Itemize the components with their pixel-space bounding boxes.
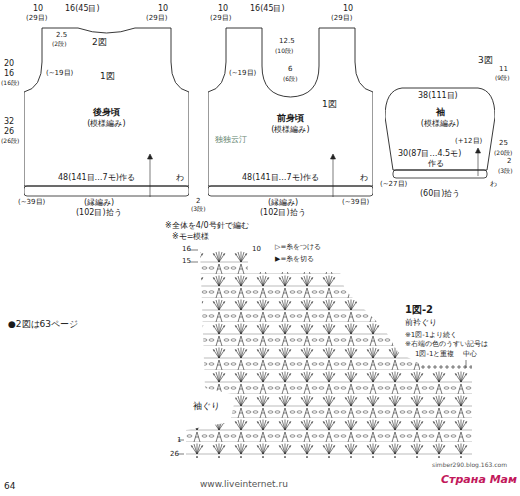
stitch-note: (模様編み) xyxy=(208,124,373,134)
piece-name: 後身頃 xyxy=(24,106,189,118)
dimension-label: 38(111目) xyxy=(418,92,458,101)
row-number: 1 xyxy=(177,437,181,445)
note: ※全体を4/0号針で編む xyxy=(165,222,249,231)
figure-number: 1図 xyxy=(100,72,115,82)
dimension-label: 2 xyxy=(196,198,200,206)
chart-label: 前衿ぐり xyxy=(405,319,437,328)
dimension-label: (102目)拾う xyxy=(260,209,306,218)
dimension-label: (29目) xyxy=(331,15,352,23)
watermark: www.liveinternet.ru xyxy=(200,480,288,490)
watermark: 独独云汀 xyxy=(215,136,247,145)
piece-outline xyxy=(385,88,495,170)
dimension-label: 26 xyxy=(4,128,14,137)
piece-name: 袖 xyxy=(385,106,495,118)
row-number: 15 xyxy=(182,258,191,266)
dimension-label: わ xyxy=(360,174,368,183)
piece-name: 前身頃 xyxy=(208,112,373,124)
figure-number: 3図 xyxy=(478,56,493,66)
dimension-label: (29目) xyxy=(210,15,231,23)
edging-band xyxy=(24,186,189,196)
dimension-label: 10 xyxy=(218,5,228,14)
dimension-label: (縁編み) xyxy=(268,199,298,208)
note: ※右端の色のうすい記号は xyxy=(405,341,488,349)
dimension-label: (~19目) xyxy=(46,70,73,78)
dimension-label: (29目) xyxy=(26,15,47,23)
dimension-label: 12.5 xyxy=(279,38,295,46)
stitch-note: (模様編み) xyxy=(24,118,189,128)
dimension-label: (3段) xyxy=(498,168,513,175)
dimension-label: 6 xyxy=(288,66,292,74)
chart-label: 袖ぐり xyxy=(193,402,220,412)
piece-text: 袖(模様編み) xyxy=(385,106,495,128)
dimension-label: (~39目) xyxy=(18,199,45,207)
dimension-label: (+12目) xyxy=(455,138,482,146)
dimension-label: (~27目) xyxy=(380,181,407,189)
note: ●2図は63ページ xyxy=(8,320,78,330)
dimension-label: 10 xyxy=(343,5,353,14)
dimension-label: (29目) xyxy=(146,15,167,23)
symbol-key: ▶=糸を切る xyxy=(275,256,314,264)
piece-text: 前身頃(模様編み) xyxy=(208,112,373,134)
dimension-label: 2 xyxy=(507,158,511,166)
piece-text: 後身頃(模様編み) xyxy=(24,106,189,128)
dimension-label: (9段) xyxy=(495,75,510,82)
dimension-label: (6段) xyxy=(283,76,298,83)
dimension-label: 11 xyxy=(499,66,508,74)
dimension-label: (20段) xyxy=(494,150,512,157)
dimension-label: 10 xyxy=(33,5,43,14)
dimension-label: 10 xyxy=(158,5,168,14)
edging-band xyxy=(208,186,373,196)
dimension-label: (2段) xyxy=(52,41,67,48)
row-number: 26 xyxy=(170,451,179,459)
note: ※1図-1より続く xyxy=(405,332,457,340)
figure-number: 2図 xyxy=(92,38,107,48)
dimension-label: 作る xyxy=(428,160,444,169)
dimension-label: (~39目) xyxy=(342,199,369,207)
figure-number: 1図-2 xyxy=(405,304,433,315)
dimension-label: (102目)拾う xyxy=(76,209,122,218)
dimension-label: (~19目) xyxy=(229,70,256,78)
dimension-label: 2.5 xyxy=(56,32,67,40)
note: ※モ=模様 xyxy=(172,233,209,242)
note: 1図-1と重複 xyxy=(415,351,454,359)
symbol-key: ▷=糸をつける xyxy=(275,244,321,252)
chart-label: 中心 xyxy=(463,351,477,359)
piece-outline xyxy=(208,28,373,186)
dimension-label: 48(141目…7モ)作る xyxy=(58,174,135,183)
edging-band xyxy=(393,170,487,178)
row-number: 10 xyxy=(252,246,261,254)
dimension-label: (60目)拾う xyxy=(420,190,460,199)
dimension-label: 32 xyxy=(4,118,14,127)
piece-outline xyxy=(24,28,189,186)
dimension-label: (10段) xyxy=(275,48,293,55)
dimension-label: 16 xyxy=(4,70,14,79)
dimension-label: 30(87目…4.5モ) xyxy=(398,150,461,159)
dimension-label: わ xyxy=(176,174,184,183)
garment-piece: 後身頃(模様編み) xyxy=(24,26,189,197)
dimension-label: 48(141目…7モ)作る xyxy=(242,174,319,183)
dimension-label: 20 xyxy=(4,60,14,69)
dimension-label: (縁編み) xyxy=(84,199,114,208)
dimension-label: 16(45目) xyxy=(65,5,100,14)
stitch-note: (模様編み) xyxy=(385,118,495,128)
dimension-label: (3段) xyxy=(191,206,206,213)
figure-number: 1図 xyxy=(322,100,337,110)
dimension-label: 25 xyxy=(499,140,508,148)
dimension-label: 16(45目) xyxy=(250,5,285,14)
row-number: 16 xyxy=(182,246,191,254)
dimension-label: (26段) xyxy=(1,138,19,145)
watermark: Страна Мам xyxy=(441,474,517,486)
watermark: simber290.blog.163.com xyxy=(432,462,507,469)
dimension-label: (16段) xyxy=(1,80,19,87)
page-number: 64 xyxy=(4,482,15,492)
dimension-label: わ xyxy=(490,181,497,189)
